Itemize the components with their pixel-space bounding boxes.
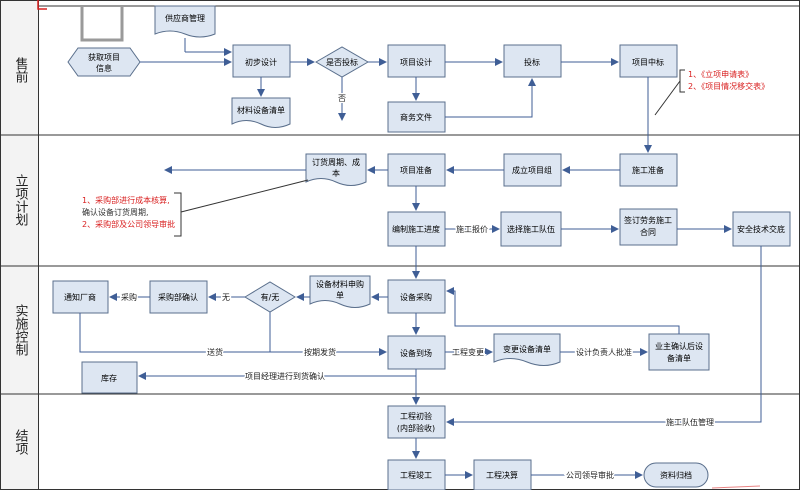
node-label: 是否投标 <box>326 57 358 67</box>
note-line: 2、《项目情况移交表》 <box>688 81 769 91</box>
corner-mark <box>37 0 47 10</box>
node-select-team[interactable]: 选择施工队伍 <box>500 211 562 247</box>
node-initial-design[interactable]: 初步设计 <box>232 44 291 78</box>
note-connector <box>654 80 681 116</box>
node-order-cycle-cost[interactable]: 订货周期、成 本 <box>305 153 367 186</box>
node-label: 信息 <box>96 63 112 73</box>
node-initial-acceptance[interactable]: 工程初验 (内部验收) <box>387 405 446 439</box>
node-label: 商务文件 <box>400 112 432 122</box>
node-label: 施工准备 <box>632 165 664 175</box>
node-label: 材料设备清单 <box>237 105 285 115</box>
node-label: 工程决算 <box>486 470 518 480</box>
lane-header-column <box>0 0 39 490</box>
node-form-team[interactable]: 成立项目组 <box>503 153 562 187</box>
edge-label-ship: 送货 <box>207 347 223 357</box>
lane-label-sales: 售前 <box>13 56 29 83</box>
node-business-docs[interactable]: 商务文件 <box>387 101 446 133</box>
node-label: 安全技术交底 <box>737 224 785 234</box>
node-project-prep[interactable]: 项目准备 <box>387 153 446 187</box>
node-label: 项目准备 <box>400 165 432 175</box>
note-plan: 1、采购部进行成本核算, 确认设备订货周期, 2、采购部及公司领导审批 <box>82 192 182 237</box>
edge-label-eng-change: 工程变更 <box>452 347 484 357</box>
node-label: 有/无 <box>261 292 280 302</box>
node-construction-prep[interactable]: 施工准备 <box>619 153 678 187</box>
note-line: 确认设备订货周期, <box>82 207 149 217</box>
edge-label-purchase: 采购 <box>121 292 137 302</box>
node-sign-contract[interactable]: 签订劳务施工 合同 <box>619 208 678 246</box>
node-owner-confirm-list[interactable]: 业主确认后设 备清单 <box>648 333 710 371</box>
node-label: 单 <box>336 290 344 300</box>
note-line: 2、采购部及公司领导审批 <box>82 219 175 229</box>
node-label: 业主确认后设 <box>655 341 703 351</box>
node-label: 项目设计 <box>400 57 432 67</box>
node-purchase-request[interactable]: 设备材料申购 单 <box>309 275 371 308</box>
node-label: 初步设计 <box>245 57 277 67</box>
edge-label-pm-check: 项目经理进行到货确认 <box>245 371 325 381</box>
edge <box>445 78 536 118</box>
node-label: 项目中标 <box>632 57 664 67</box>
node-purchase-confirm[interactable]: 采购部确认 <box>149 280 208 314</box>
node-label: 供应商管理 <box>165 13 205 23</box>
node-label: 成立项目组 <box>512 165 552 175</box>
node-get-project-info[interactable]: 获取项目 信息 <box>67 47 141 77</box>
node-label: 库存 <box>101 373 117 383</box>
note-line: 1、采购部进行成本核算, <box>82 195 170 205</box>
edge <box>446 287 680 334</box>
edge-label-quote: 施工报价 <box>456 224 488 234</box>
node-build-progress[interactable]: 编制施工进度 <box>387 211 446 247</box>
node-label: 编制施工进度 <box>392 224 440 234</box>
node-completion[interactable]: 工程竣工 <box>387 459 446 490</box>
node-label: 设备材料申购 <box>316 279 364 289</box>
edge-label-designer-approve: 设计负责人批准 <box>576 347 632 357</box>
node-label: 本 <box>332 168 340 178</box>
note-line: 1、《立项申请表》 <box>688 69 753 79</box>
edge <box>79 313 387 356</box>
node-notify-vendor[interactable]: 通知厂商 <box>52 280 109 314</box>
node-inventory[interactable]: 库存 <box>81 361 138 394</box>
edge-label-none: 无 <box>222 293 230 302</box>
node-safety-briefing[interactable]: 安全技术交底 <box>732 211 791 247</box>
node-archive[interactable]: 资料归档 <box>643 462 709 488</box>
node-label: 选择施工队伍 <box>507 224 555 234</box>
node-label: 合同 <box>640 227 656 237</box>
node-label: 资料归档 <box>660 470 692 480</box>
edge-label-team-mgmt: 施工队伍管理 <box>666 417 714 427</box>
node-label: 通知厂商 <box>64 292 96 302</box>
note-connector <box>180 179 309 213</box>
node-material-list[interactable]: 材料设备清单 <box>231 97 291 128</box>
node-settlement[interactable]: 工程决算 <box>473 459 532 490</box>
stamp-edge <box>711 485 761 489</box>
node-supplier-management[interactable]: 供应商管理 <box>154 5 216 38</box>
node-bidding[interactable]: 投标 <box>503 44 562 78</box>
node-label: 签订劳务施工 <box>624 215 672 225</box>
node-project-design[interactable]: 项目设计 <box>387 44 446 78</box>
edge-label-leader-review: 公司领导审批 <box>566 470 614 480</box>
node-label: 获取项目 <box>88 52 120 62</box>
node-label: 工程初验 <box>400 411 432 421</box>
node-label: 投标 <box>524 57 540 67</box>
node-label: (内部验收) <box>397 423 435 433</box>
node-label: 工程竣工 <box>400 470 432 480</box>
node-change-equipment-list[interactable]: 变更设备清单 <box>493 333 561 366</box>
node-label: 设备到场 <box>400 348 432 358</box>
node-win-bid[interactable]: 项目中标 <box>619 44 678 78</box>
node-label: 设备采购 <box>400 292 432 302</box>
lane-label-control: 实施控制 <box>13 304 29 356</box>
node-has-stock[interactable]: 有/无 <box>244 281 296 313</box>
edge-label-no: 否 <box>338 94 346 103</box>
decorative-frame <box>80 6 124 42</box>
node-equipment-arrival[interactable]: 设备到场 <box>387 335 446 370</box>
node-label: 订货周期、成 <box>312 157 360 167</box>
node-label: 采购部确认 <box>158 292 198 302</box>
node-label: 变更设备清单 <box>503 344 551 354</box>
lane-label-close: 结项 <box>13 429 29 455</box>
edge-label-ship-on-time: 按期发货 <box>304 347 336 357</box>
node-equipment-purchase[interactable]: 设备采购 <box>387 279 446 314</box>
lane-label-plan: 立项计划 <box>13 174 29 226</box>
edge <box>446 246 762 426</box>
node-label: 备清单 <box>667 353 691 363</box>
